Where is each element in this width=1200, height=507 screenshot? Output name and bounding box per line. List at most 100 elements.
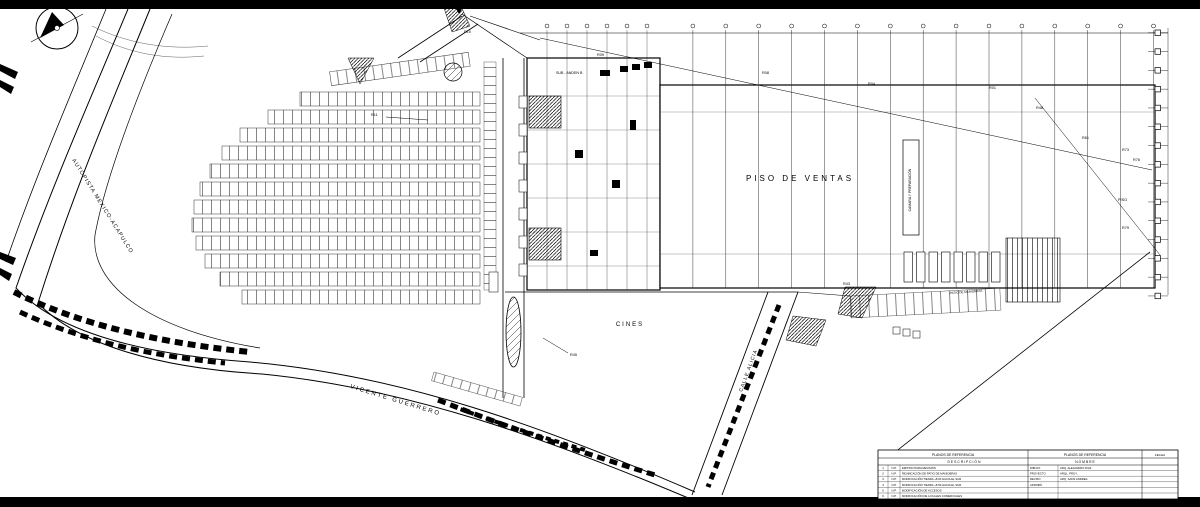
- grid-bubble: [953, 23, 959, 29]
- camara-room-outline: [902, 139, 920, 236]
- tb-rev-desc: MODIFICACIÓN DE ACCESOS: [902, 487, 942, 492]
- parking-row: [209, 163, 481, 179]
- small-structure: [892, 326, 901, 335]
- dock-door: [978, 251, 988, 283]
- ref-tag: R76: [1133, 158, 1140, 162]
- bottom-border-bar: [0, 497, 1200, 507]
- sales-floor-label: PISO DE VENTAS: [746, 174, 854, 183]
- tb-sign-name: ARQL. PROY.: [1060, 472, 1078, 476]
- sub-anden-label: SUB - ANDEN B: [556, 71, 583, 75]
- road-marking: [0, 268, 12, 281]
- road-marking: [0, 64, 18, 79]
- ref-tag: R73: [1122, 148, 1129, 152]
- ref-tag: R10: [464, 30, 471, 34]
- column-marker: [1154, 67, 1161, 74]
- parking-row: [221, 145, 481, 161]
- column-marker: [1154, 198, 1161, 206]
- rooftop-unit: [620, 66, 628, 72]
- parking-row: [191, 217, 481, 233]
- column-markers: [1148, 29, 1168, 300]
- small-structure: [902, 328, 911, 337]
- parking-row: [239, 127, 481, 143]
- dock-tooth: [518, 263, 528, 277]
- grid-bubble: [920, 23, 926, 29]
- column-marker: [1154, 292, 1161, 300]
- tb-rev-clave: N.P.: [891, 477, 896, 481]
- equipment-block: [575, 150, 583, 158]
- compass-needle: [40, 12, 64, 38]
- tb-rev-no: 2: [882, 472, 884, 476]
- grid-bubble: [624, 23, 630, 29]
- grid-bubble: [789, 23, 794, 29]
- grid-bubble: [986, 23, 992, 29]
- entry-drive-edge: [419, 23, 479, 63]
- median-dashes: [451, 404, 586, 452]
- ref-tag: R11: [371, 113, 378, 117]
- site-edge: [461, 13, 528, 59]
- leader-line: [539, 37, 1153, 171]
- roundabout-island: [443, 62, 463, 82]
- parking-row-top: [329, 52, 471, 86]
- parking-row: [241, 289, 481, 305]
- grid-bubble: [564, 23, 570, 29]
- tb-rev-clave: N.P.: [891, 472, 896, 476]
- tb-rev-desc: MODIFICACIÓN TIENDA +8.00 HACIA EL SUR: [902, 476, 961, 481]
- grid-bubble: [855, 23, 860, 29]
- tb-rev-clave: N.P.: [891, 494, 896, 498]
- grid-bubble: [644, 23, 650, 29]
- column-grid: [690, 23, 1156, 288]
- median-dashes: [12, 289, 251, 355]
- tb-rev-desc: MODIFICACIÓN TIENDA +8.50 HACIA EL SUR: [902, 482, 961, 487]
- tb-sign-role: PROYECTO: [1030, 472, 1046, 476]
- compass-hub: [54, 25, 60, 31]
- grid-bubble: [1118, 23, 1123, 29]
- column-marker: [1154, 236, 1161, 243]
- parking-row: [219, 271, 481, 287]
- tb-rev-desc: REUBICACIÓN DE PATIO DE MANIOBRAS: [902, 471, 957, 476]
- dock-tooth: [518, 123, 528, 137]
- highway-edge: [15, 8, 696, 493]
- tb-rev-desc: EMITIDO PARA REVISIÓN: [902, 465, 936, 470]
- ref-tag: R48: [1036, 106, 1043, 110]
- oval-traffic-island: [505, 296, 522, 368]
- camara-label: CAMARA Y PREPARACIÓN: [907, 168, 912, 211]
- tb-sign-name: ARQ. ALEJANDRO DIAZ: [1060, 466, 1092, 470]
- street-median-dashes: [705, 304, 782, 488]
- column-marker: [1154, 161, 1161, 168]
- tb-rev-clave: N.P.: [891, 483, 896, 487]
- parking-lot: [191, 91, 481, 305]
- dock-door: [953, 251, 963, 283]
- column-marker: [1154, 180, 1161, 187]
- ramp-arrow: [452, 2, 466, 14]
- ref-tag: R04: [868, 82, 875, 86]
- road-marking: [0, 252, 16, 265]
- parking-row: [204, 253, 481, 269]
- road-marking: [0, 80, 14, 94]
- tb-rev-clave: N.P.: [891, 488, 896, 492]
- loading-dock-teeth: [518, 95, 528, 277]
- parking-row: [193, 199, 481, 215]
- parking-boundary-curve: [94, 13, 261, 349]
- compass-circle: [35, 6, 79, 50]
- tb-header: FECHA: [1155, 453, 1165, 457]
- tb-rev-no: 1: [882, 466, 884, 470]
- hatched-core: [528, 227, 562, 261]
- median-dashes: [18, 309, 226, 366]
- grid-bubble: [1085, 23, 1090, 29]
- grid-bubble: [1019, 23, 1025, 29]
- column-marker: [1154, 86, 1161, 93]
- hatched-ramp: [785, 315, 827, 347]
- tb-sign-name: ARQ. SANS ANDREA: [1060, 477, 1088, 481]
- patio-label: PATIO DE MANIOBRAS: [950, 289, 983, 295]
- column-marker: [1154, 123, 1161, 130]
- leader-line: [469, 15, 541, 41]
- street-edge: [721, 291, 799, 496]
- leader-line: [542, 337, 569, 354]
- street-edge: [691, 291, 769, 496]
- dock-tooth: [518, 151, 528, 165]
- rooftop-unit: [644, 62, 652, 68]
- ref-tag: R09: [597, 53, 604, 57]
- parking-row: [195, 235, 481, 251]
- tb-rev-no: 5: [882, 488, 884, 492]
- column-marker: [1154, 48, 1161, 55]
